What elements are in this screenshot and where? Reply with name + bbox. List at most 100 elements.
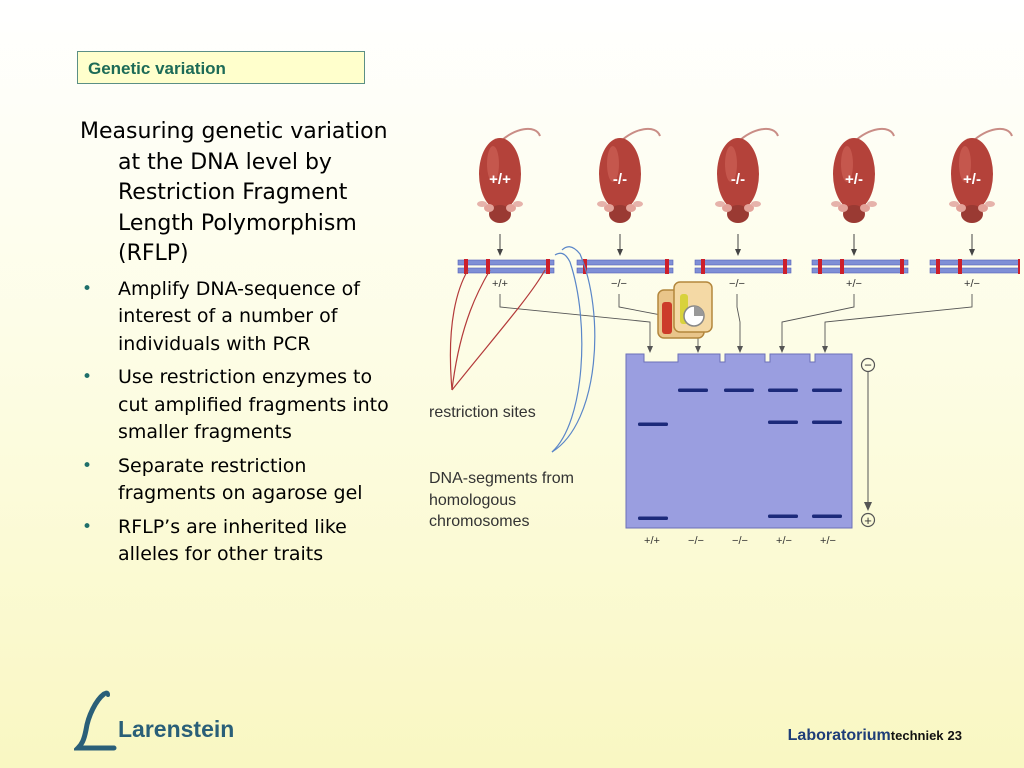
dna-strand-top (811, 259, 909, 266)
pointer-segment-1 (551, 252, 583, 453)
gel-body (625, 353, 853, 529)
mouse-genotype-label: -/- (731, 171, 745, 188)
lane-label: −/− (688, 535, 704, 547)
connector-arrow-head (737, 346, 743, 353)
gel-band (638, 516, 668, 520)
gel-band (812, 420, 842, 424)
bullet-dot: • (82, 455, 93, 476)
mouse-ear (860, 204, 870, 212)
bullet-item: • Amplify DNA-sequence of interest of a n… (80, 276, 400, 359)
dna-fragments: +/+−/−−/−+/−+/− (457, 259, 1024, 290)
rflp-diagram: − + +/+ -/- -/- +/- +/- +/+ −/− −/− +/− +/− rest… (429, 127, 1024, 547)
gel-lane-labels: +/+ −/− −/− +/− +/− (644, 535, 836, 547)
mouse-genotype-label: -/- (613, 171, 627, 188)
dna-strand-top (576, 259, 674, 266)
mouse-highlight (841, 146, 853, 182)
label-pointers (449, 246, 596, 453)
minus-electrode-circle (860, 357, 876, 373)
mouse-foot (831, 201, 841, 207)
main-text: Measuring genetic variation at the DNA l… (80, 119, 388, 266)
restriction-site (1018, 259, 1022, 274)
mouse-highlight (487, 146, 499, 182)
restriction-site (665, 259, 669, 274)
restriction-site (958, 259, 962, 274)
gel-band (638, 422, 668, 426)
dna-strand-top (457, 259, 555, 266)
dna-strand-bottom (811, 267, 909, 274)
lane-label: −/− (732, 535, 748, 547)
footer-course-a: Laboratorium (787, 727, 891, 744)
larenstein-logo: Larenstein (74, 690, 254, 752)
fragment-genotype-label: +/+ (492, 278, 508, 290)
bullet-item: • RFLP’s are inherited like alleles for o… (80, 514, 400, 569)
pointer-site-3 (451, 269, 546, 391)
fragment-to-gel-arrows (499, 294, 973, 353)
minus-electrode-sign: − (864, 358, 872, 373)
lane-label: +/+ (644, 535, 660, 547)
mouse: -/- (597, 127, 661, 223)
lane-label: +/− (820, 535, 836, 547)
segments-label-line3: chromosomes (429, 513, 529, 530)
mouse-arrow-head (851, 249, 857, 256)
restriction-site (486, 259, 490, 274)
migration-arrow-head (864, 502, 872, 511)
dna-box-icon (657, 281, 713, 339)
mouse: +/- (949, 127, 1013, 223)
restriction-site (783, 259, 787, 274)
mouse-head (609, 205, 631, 223)
slide-content: Measuring genetic variation at the DNA l… (80, 117, 400, 575)
mouse-ear (484, 204, 494, 212)
connector-line (781, 294, 855, 350)
dna-strand-top (694, 259, 792, 266)
pointer-site-2 (451, 269, 491, 391)
mouse-ear (604, 204, 614, 212)
restriction-site (464, 259, 468, 274)
gel-band (812, 388, 842, 392)
gel-band (768, 388, 798, 392)
restriction-site (936, 259, 940, 274)
dna-strand-bottom (457, 267, 555, 274)
mouse-genotype-label: +/- (963, 171, 981, 188)
restriction-site (546, 259, 550, 274)
mouse-foot (985, 201, 995, 207)
slide-title-box: Genetic variation (77, 51, 365, 84)
connector-line (499, 294, 651, 350)
fragment-genotype-label: −/− (729, 278, 745, 290)
bullet-dot: • (82, 516, 93, 537)
mouse-arrow-head (617, 249, 623, 256)
mouse-foot (633, 201, 643, 207)
dna-strand-bottom (576, 267, 674, 274)
mouse-highlight (959, 146, 971, 182)
mouse: -/- (715, 127, 779, 223)
mice-layer: +/+ -/- -/- +/- +/- (477, 127, 1013, 256)
plus-electrode-sign: + (864, 513, 872, 528)
mouse-head (843, 205, 865, 223)
plus-electrode-circle (860, 512, 876, 528)
connector-line (824, 294, 973, 350)
mouse-foot (597, 201, 607, 207)
mouse-arrow-head (969, 249, 975, 256)
mouse: +/+ (477, 127, 541, 223)
segments-label-line2: homologous (429, 492, 516, 509)
bullet-text: Amplify DNA-sequence of interest of a nu… (118, 277, 360, 355)
restriction-site (818, 259, 822, 274)
lane-label: +/− (776, 535, 792, 547)
pointer-segment-2 (551, 246, 596, 453)
mouse-foot (949, 201, 959, 207)
page-number: 23 (947, 728, 962, 743)
mouse-foot (715, 201, 725, 207)
bullet-item: •Use restriction enzymes to cut amplifie… (80, 364, 400, 447)
bullet-text: RFLP’s are inherited like alleles for ot… (118, 515, 347, 566)
mouse-genotype-label: +/- (845, 171, 863, 188)
mouse: +/- (831, 127, 895, 223)
bullet-dot: • (82, 278, 93, 299)
mouse-arrow-head (735, 249, 741, 256)
fragment-genotype-label: +/− (964, 278, 980, 290)
logo-mark-icon (74, 690, 117, 751)
gel-bands (638, 388, 842, 520)
mouse-ear (744, 204, 754, 212)
pointer-site-1 (449, 269, 469, 391)
dna-strand-bottom (929, 267, 1024, 274)
restriction-sites-label: restriction sites (429, 404, 536, 421)
